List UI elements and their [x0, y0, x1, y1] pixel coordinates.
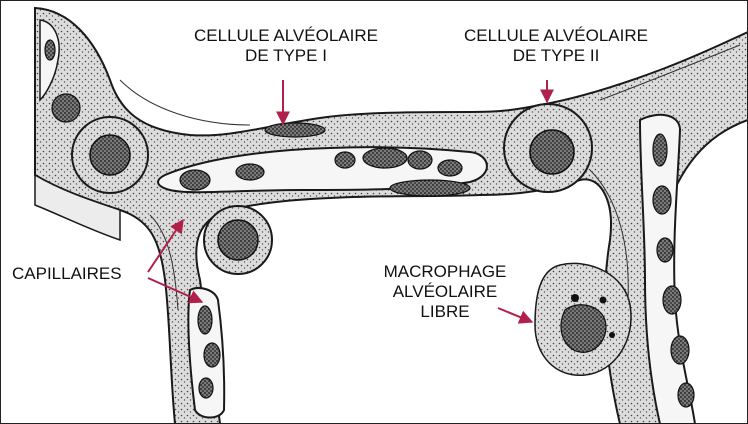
- label-macrophage-line1: MACROPHAGE: [370, 262, 520, 282]
- label-macrophage: MACROPHAGE ALVÉOLAIRE LIBRE: [370, 262, 520, 322]
- macrophage: [535, 263, 631, 375]
- label-type-2-line2: DE TYPE II: [440, 46, 672, 66]
- label-type-1-line1: CELLULE ALVÉOLAIRE: [172, 26, 400, 46]
- label-type-1-line2: DE TYPE I: [172, 46, 400, 66]
- label-type-1-cell: CELLULE ALVÉOLAIRE DE TYPE I: [172, 26, 400, 66]
- type-2-cell: [504, 104, 592, 192]
- label-type-2-line1: CELLULE ALVÉOLAIRE: [440, 26, 672, 46]
- label-macrophage-line2: ALVÉOLAIRE: [370, 282, 520, 302]
- label-capillaires: CAPILLAIRES: [12, 264, 122, 284]
- label-macrophage-line3: LIBRE: [370, 302, 520, 322]
- label-type-2-cell: CELLULE ALVÉOLAIRE DE TYPE II: [440, 26, 672, 66]
